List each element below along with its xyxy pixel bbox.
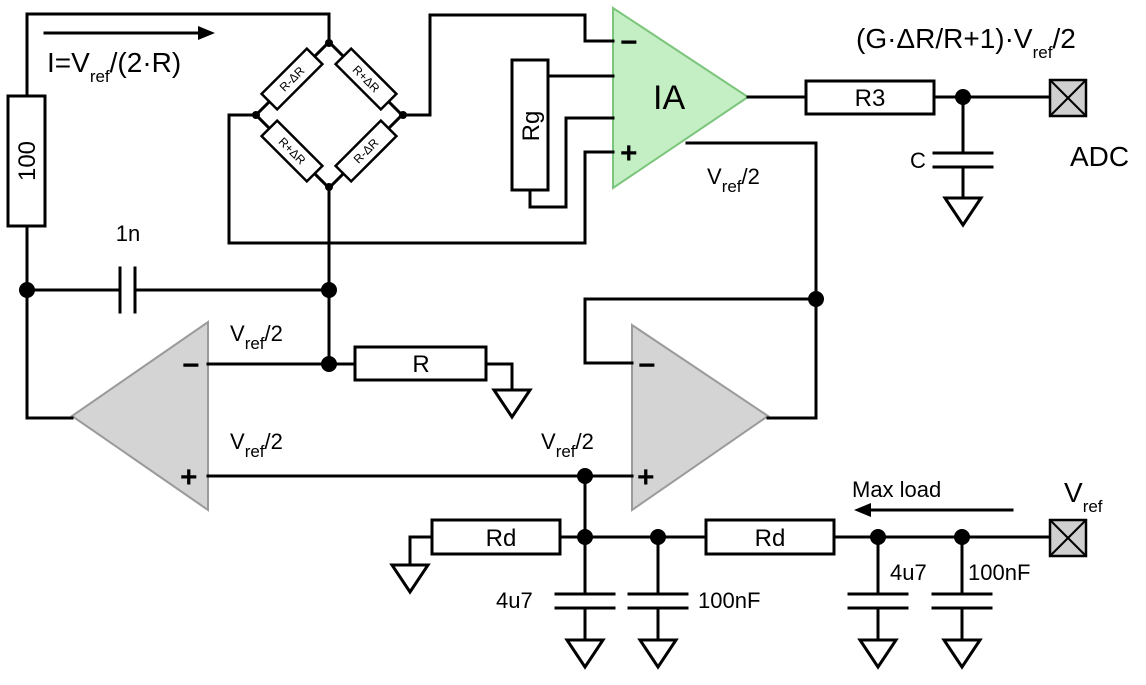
capacitor-100nf-right: 100nF [931, 560, 1030, 610]
current-arrow [43, 26, 215, 40]
svg-text:Rd: Rd [755, 525, 786, 552]
instrumentation-amplifier [612, 6, 750, 190]
junction-dots [19, 89, 971, 545]
svg-text:1n: 1n [116, 221, 140, 246]
adc-label: ADC [1070, 141, 1129, 172]
capacitor-4u7-right: 4u7 [847, 560, 927, 610]
ia-plus-sign: + [620, 137, 638, 170]
bridge-nodes [252, 39, 407, 191]
ground-icon [564, 638, 606, 670]
capacitor-c: C [910, 148, 994, 173]
vref-half-label-opamp-plus: Vref/2 [230, 429, 283, 461]
ground-icon [637, 638, 679, 670]
capacitor-100nf-left: 100nF [627, 588, 760, 613]
svg-text:Rg: Rg [518, 111, 545, 142]
opamp-left [70, 320, 209, 512]
capacitor-4u7-left: 4u7 [496, 588, 616, 613]
bridge-resistor-top-right: R+ΔR [327, 40, 405, 118]
vref-label: Vref [1064, 477, 1103, 516]
resistor-r: R [353, 345, 488, 382]
resistor-rd-right: Rd [704, 518, 836, 556]
capacitor-1n: 1n [116, 221, 140, 314]
ground-icon [491, 388, 533, 420]
output-formula: (G·ΔR/R+1)·Vref/2 [856, 23, 1076, 62]
opamp-right [631, 323, 770, 512]
ia-label: IA [653, 79, 685, 117]
bridge-resistor-top-left: R-ΔR [253, 40, 331, 118]
svg-text:Rd: Rd [486, 525, 517, 552]
svg-text:R: R [412, 351, 429, 378]
right-opamp-plus-sign: + [637, 461, 655, 494]
ground-icon [389, 563, 431, 595]
ground-icon [941, 638, 983, 670]
svg-text:R3: R3 [855, 85, 886, 112]
svg-text:4u7: 4u7 [496, 588, 533, 613]
max-load-label: Max load [852, 477, 941, 502]
resistor-100: 100 [6, 94, 47, 228]
resistor-r3: R3 [804, 79, 936, 116]
max-load-arrow [854, 503, 1014, 517]
current-label: I=Vref/(2·R) [47, 47, 181, 86]
right-opamp-minus-sign: − [638, 349, 656, 382]
vref-terminal [1048, 518, 1088, 558]
ia-minus-sign: − [620, 26, 638, 59]
svg-text:100nF: 100nF [698, 588, 760, 613]
ground-icon [857, 638, 899, 670]
bridge-resistor-bottom-right: R-ΔR [327, 112, 405, 190]
left-opamp-plus-sign: + [180, 461, 198, 494]
vref-half-label-opamp-minus: Vref/2 [230, 321, 283, 353]
vref-half-label-node: Vref/2 [541, 429, 594, 461]
svg-text:100nF: 100nF [968, 560, 1030, 585]
svg-text:4u7: 4u7 [890, 560, 927, 585]
bridge-resistor-bottom-left: R+ΔR [253, 112, 331, 190]
resistor-rd-left: Rd [430, 518, 562, 556]
left-opamp-minus-sign: − [182, 349, 200, 382]
resistor-rg: Rg [510, 58, 550, 192]
svg-text:C: C [910, 148, 926, 173]
adc-terminal [1048, 78, 1088, 118]
svg-text:100: 100 [14, 141, 41, 181]
ground-icon [942, 196, 984, 228]
vref-half-label-ia: Vref/2 [707, 164, 760, 196]
